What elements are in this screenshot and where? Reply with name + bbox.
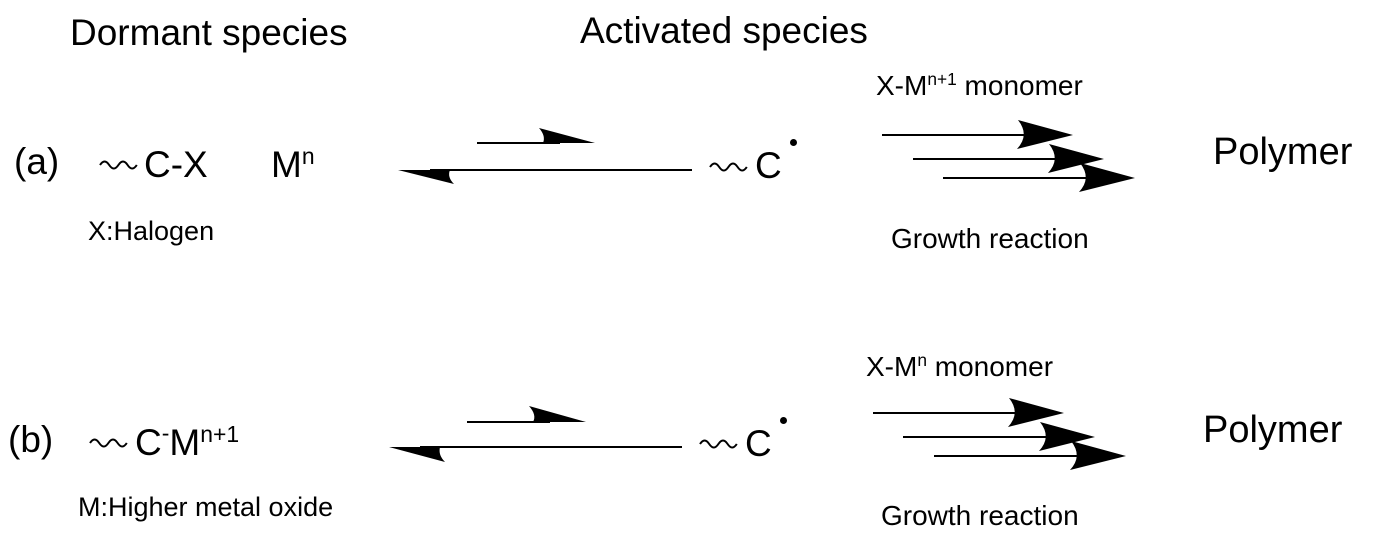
wavy-bond-icon	[99, 160, 138, 170]
row-b-activated-formula: C	[745, 423, 772, 464]
activated-species-header: Activated species	[580, 10, 868, 51]
row-b-product: Polymer	[1203, 409, 1343, 451]
row-b-dormant-note: M:Higher metal oxide	[78, 492, 334, 522]
row-a-metal-catalyst: Mn	[271, 143, 315, 185]
equilibrium-arrows-icon	[389, 406, 682, 462]
row-a-dormant-note: X:Halogen	[88, 216, 215, 246]
row-a-reagent: X-Mn+1 monomer	[876, 69, 1083, 101]
wavy-bond-icon	[89, 438, 128, 448]
row-b-process-label: Growth reaction	[881, 500, 1079, 531]
carbanion-charge: -	[161, 419, 170, 446]
dormant-carbon-halide: C-X	[144, 144, 208, 185]
row-b-dormant-formula: C-Mn+1	[135, 421, 240, 463]
reagent-oxidation-state: n+1	[927, 69, 957, 90]
row-b-reagent: X-Mn monomer	[866, 350, 1054, 382]
row-a-product: Polymer	[1213, 131, 1353, 173]
radical-dot-icon	[780, 417, 787, 424]
metal-symbol: M	[271, 144, 302, 185]
radical-dot-icon	[790, 139, 797, 146]
wavy-bond-icon	[709, 162, 748, 172]
triple-forward-arrows-icon	[882, 120, 1135, 192]
row-a-process-label: Growth reaction	[891, 223, 1089, 254]
reagent-prefix: X-M	[876, 70, 928, 101]
reagent-suffix: monomer	[956, 70, 1083, 101]
reagent-prefix: X-M	[866, 351, 918, 382]
wavy-bond-icon	[699, 439, 738, 449]
metal-symbol: M	[169, 422, 201, 463]
dormant-species-header: Dormant species	[70, 12, 348, 53]
equilibrium-arrows-icon	[398, 128, 692, 184]
metal-oxidation-state: n+1	[200, 421, 240, 448]
metal-oxidation-state: n	[301, 143, 315, 170]
row-b-label: (b)	[8, 419, 54, 460]
triple-forward-arrows-icon	[873, 398, 1126, 470]
row-a-dormant-formula: C-X	[144, 146, 208, 183]
row-a-activated-formula: C	[755, 145, 782, 186]
reagent-oxidation-state: n	[917, 350, 927, 371]
dormant-carbon: C	[135, 422, 162, 463]
reagent-suffix: monomer	[926, 351, 1054, 382]
row-a-label: (a)	[14, 141, 60, 182]
